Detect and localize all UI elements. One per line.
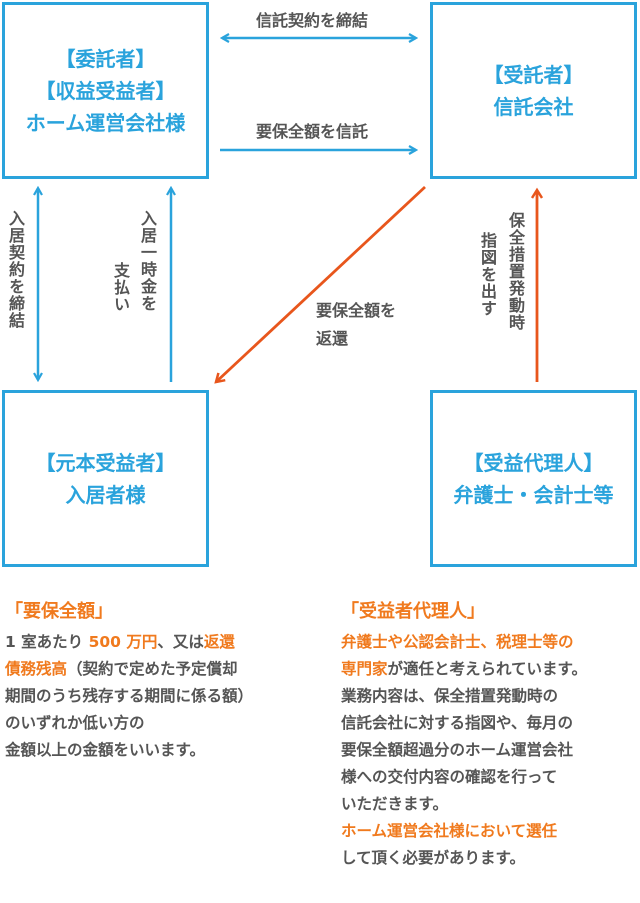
- note-line: のいずれか低い方の: [5, 714, 145, 732]
- lump-sum-label-2: 支払い: [111, 262, 130, 313]
- return-arrow: [216, 185, 426, 382]
- lump-sum-label-1: 入居一時金を: [138, 210, 157, 312]
- box-label: 入居者様: [65, 482, 146, 507]
- trustee-box: 【受託者】 信託会社: [430, 2, 637, 179]
- box-label: 信託会社: [493, 94, 574, 119]
- beneficiary-box: 【元本受益者】 入居者様: [2, 390, 209, 567]
- note-heading: 「要保全額」: [5, 601, 113, 622]
- text: 、又は: [157, 633, 204, 651]
- highlight: 500 万円: [88, 633, 158, 651]
- return-label-1: 要保全額を: [316, 301, 397, 320]
- instruct-label-2: 指図を出す: [478, 232, 497, 317]
- beneficiary-agent-note: 「受益者代理人」 弁護士や公認会計士、税理士等の 専門家が適任と考えられています…: [341, 598, 587, 872]
- note-line: 業務内容は、保全措置発動時の: [341, 687, 559, 705]
- note-line: 様への交付内容の確認を行って: [341, 768, 558, 786]
- note-line: 債務残高（契約で定めた予定償却: [5, 656, 253, 683]
- instruct-label-1: 保全措置発動時: [506, 212, 525, 331]
- text: （契約で定めた予定償却: [67, 660, 238, 678]
- note-line: 弁護士や公認会計士、税理士等の: [341, 633, 574, 651]
- note-heading: 「受益者代理人」: [341, 601, 485, 622]
- box-label: 【委託者】: [55, 46, 156, 71]
- agent-box: 【受益代理人】 弁護士・会計士等: [430, 390, 637, 567]
- entrust-label: 要保全額を信託: [256, 122, 369, 141]
- text: 1 室あたり: [5, 633, 89, 651]
- note-line: して頂く必要があります。: [341, 849, 525, 867]
- box-label: 【元本受益者】: [35, 450, 176, 475]
- highlight: 債務残高: [5, 660, 68, 678]
- trust-contract-label: 信託契約を締結: [256, 11, 369, 30]
- note-line: 1 室あたり 500 万円、又は返還: [5, 629, 253, 656]
- return-label-2: 返還: [316, 329, 349, 348]
- box-label: ホーム運営会社様: [25, 110, 186, 135]
- note-line: 金額以上の金額をいいます。: [5, 741, 205, 759]
- box-label: 【受益代理人】: [463, 450, 604, 475]
- text: が適任と考えられています。: [387, 660, 588, 678]
- note-line: 信託会社に対する指図や、毎月の: [341, 714, 574, 732]
- box-label: 弁護士・会計士等: [453, 482, 614, 507]
- occupancy-contract-label: 入居契約を締結: [6, 210, 25, 329]
- note-line: 期間のうち残存する期間に係る額）: [5, 687, 254, 705]
- highlight: 返還: [203, 633, 235, 651]
- note-line: 専門家が適任と考えられています。: [341, 656, 587, 683]
- highlight: 専門家: [341, 660, 388, 678]
- settlor-box: 【委託者】 【収益受益者】 ホーム運営会社様: [2, 2, 209, 179]
- secured-amount-note: 「要保全額」 1 室あたり 500 万円、又は返還 債務残高（契約で定めた予定償…: [5, 598, 253, 764]
- note-line: ホーム運営会社様において選任: [341, 822, 558, 840]
- note-line: 要保全額超過分のホーム運営会社: [341, 741, 574, 759]
- note-line: いただきます。: [341, 795, 448, 813]
- box-label: 【収益受益者】: [35, 78, 176, 103]
- box-label: 【受託者】: [483, 62, 584, 87]
